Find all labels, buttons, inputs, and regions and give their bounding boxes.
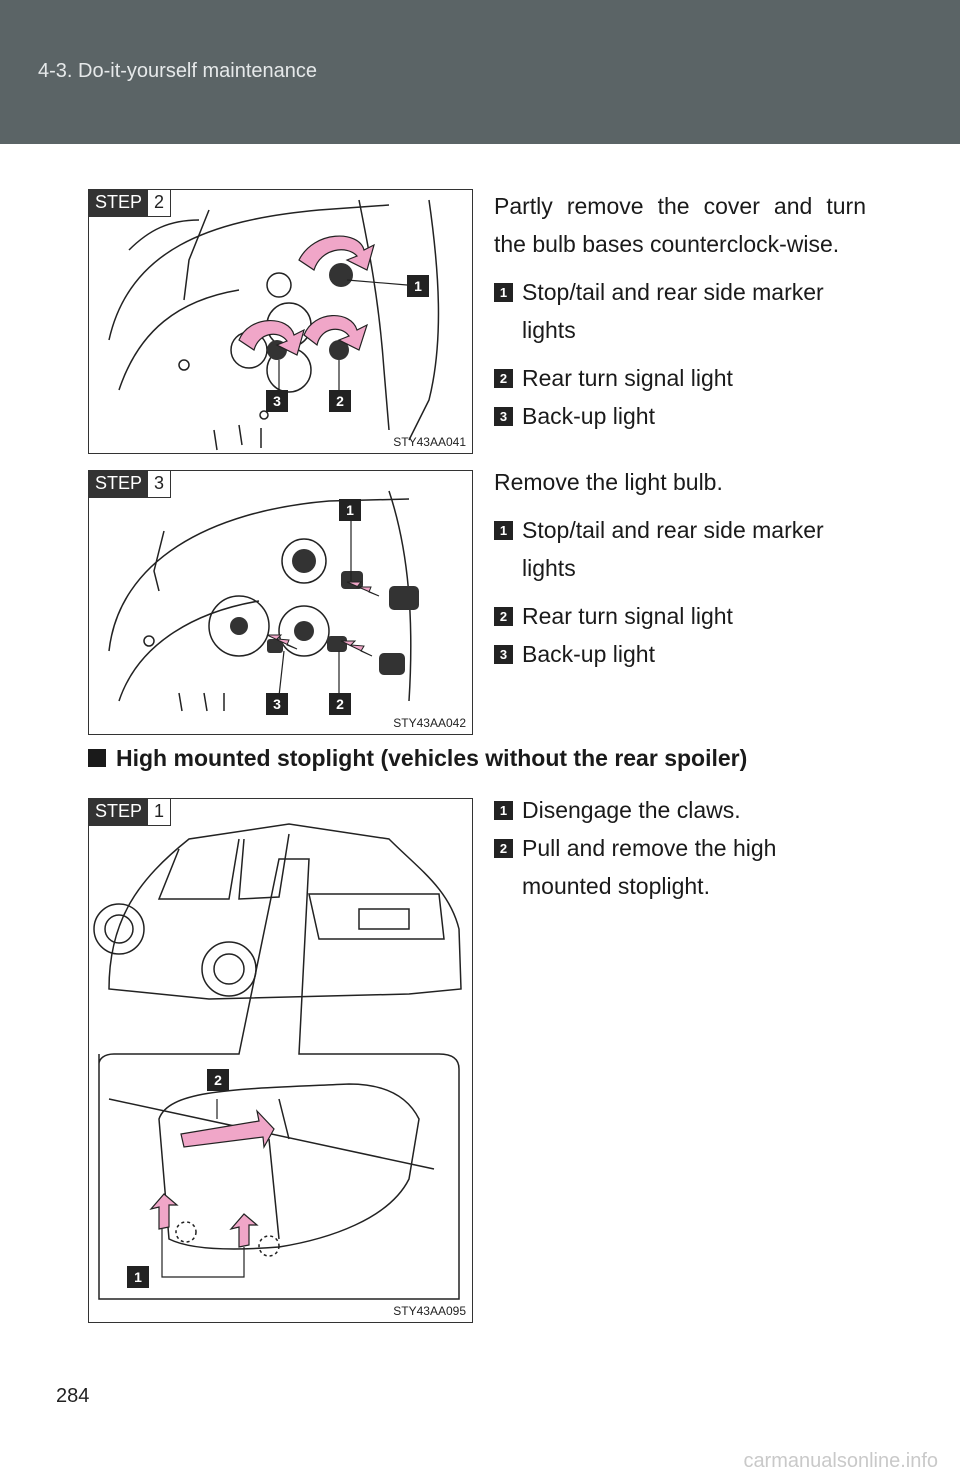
step1-text: 1 Disengage the claws. 2 Pull and remove… xyxy=(494,791,866,905)
list-item: 2 Rear turn signal light xyxy=(494,597,866,635)
page-header: 4-3. Do-it-yourself maintenance xyxy=(0,0,960,144)
step2-text: Partly remove the cover and turn the bul… xyxy=(494,187,866,435)
list-item: 1 Stop/tail and rear side marker lights xyxy=(494,273,866,349)
step2-instruction: Partly remove the cover and turn the bul… xyxy=(494,193,866,257)
list-item: 1 Disengage the claws. xyxy=(494,791,866,829)
step-label: STEP 2 xyxy=(89,190,172,217)
step1-figure: 2 1 STEP 1 STY43AA095 xyxy=(88,798,473,1323)
list-item: 3 Back-up light xyxy=(494,397,866,435)
figure-code: STY43AA042 xyxy=(393,716,466,730)
number-badge: 2 xyxy=(494,839,513,858)
callout-3: 3 xyxy=(266,390,288,412)
callout-2: 2 xyxy=(329,693,351,715)
list-item: 1 Stop/tail and rear side marker lights xyxy=(494,511,866,587)
page-number: 284 xyxy=(56,1385,90,1407)
callout-1: 1 xyxy=(339,499,361,521)
step-label: STEP 3 xyxy=(89,471,172,498)
step3-text: Remove the light bulb. 1 Stop/tail and r… xyxy=(494,463,866,673)
list-item: 3 Back-up light xyxy=(494,635,866,673)
number-badge: 3 xyxy=(494,407,513,426)
callout-2: 2 xyxy=(329,390,351,412)
number-badge: 2 xyxy=(494,607,513,626)
callout-1: 1 xyxy=(127,1266,149,1288)
figure-code: STY43AA095 xyxy=(393,1304,466,1318)
list-item: 2 Rear turn signal light xyxy=(494,359,866,397)
car-rear-stoplight-illustration xyxy=(93,823,462,1300)
step3-instruction: Remove the light bulb. xyxy=(494,469,723,495)
taillight-bulb-bases-illustration xyxy=(108,199,440,451)
number-badge: 1 xyxy=(494,521,513,540)
callout-2: 2 xyxy=(207,1069,229,1091)
number-badge: 2 xyxy=(494,369,513,388)
step-label: STEP 1 xyxy=(89,799,172,826)
callout-1: 1 xyxy=(407,275,429,297)
number-badge: 1 xyxy=(494,283,513,302)
square-bullet-icon xyxy=(88,749,106,767)
step3-figure: 1 3 2 STEP 3 STY43AA042 xyxy=(88,470,473,735)
step2-figure: 1 3 2 STEP 2 STY43AA041 xyxy=(88,189,473,454)
number-badge: 1 xyxy=(494,801,513,820)
number-badge: 3 xyxy=(494,645,513,664)
section-title: 4-3. Do-it-yourself maintenance xyxy=(38,60,318,82)
figure-code: STY43AA041 xyxy=(393,435,466,449)
section-heading: High mounted stoplight (vehicles without… xyxy=(88,745,747,772)
callout-3: 3 xyxy=(266,693,288,715)
list-item: 2 Pull and remove the high mounted stopl… xyxy=(494,829,866,905)
light-bulb-removal-illustration xyxy=(108,490,419,712)
watermark: carmanualsonline.info xyxy=(743,1450,938,1472)
